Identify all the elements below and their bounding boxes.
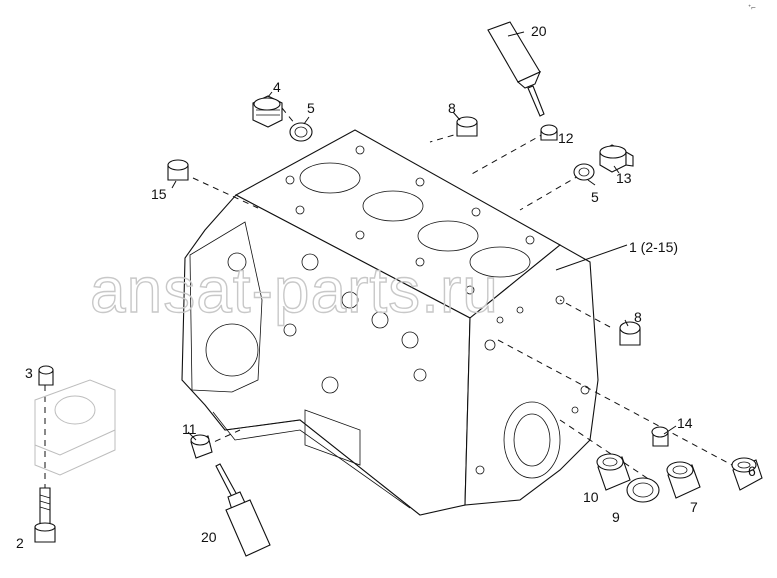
- part-14-pin: [651, 426, 669, 447]
- label-2: 2: [16, 535, 24, 551]
- label-12: 12: [558, 130, 574, 146]
- leader-lines: [171, 31, 677, 441]
- part-8-plug-right: [619, 321, 641, 346]
- part-4-plug: [252, 95, 283, 128]
- label-14: 14: [677, 415, 693, 431]
- label-13: 13: [616, 170, 632, 186]
- part-5-washer-upper: [289, 122, 313, 142]
- label-5-upper: 5: [307, 100, 315, 116]
- label-10: 10: [583, 489, 599, 505]
- part-6-bushing: [731, 457, 763, 491]
- cylinder-block: [181, 129, 599, 516]
- assembly-lines: [44, 107, 761, 488]
- part-15-plug: [167, 159, 189, 181]
- label-6: 6: [748, 463, 756, 479]
- part-20-sealant-tube-upper: [487, 21, 545, 117]
- part-9-seal-ring: [626, 477, 660, 503]
- part-8-plug-upper: [456, 116, 478, 137]
- corner-mark: ᐩ⌐: [748, 3, 756, 12]
- label-8-upper: 8: [448, 100, 456, 116]
- label-8-right: 8: [634, 309, 642, 325]
- label-11: 11: [182, 421, 197, 437]
- part-10-bushing: [596, 453, 631, 491]
- label-15: 15: [151, 186, 167, 202]
- part-5-washer-right: [573, 163, 595, 181]
- label-20-lower: 20: [201, 529, 217, 545]
- part-11-plug: [190, 434, 213, 459]
- part-13-plug-bolt: [599, 144, 634, 173]
- part-12-plug: [540, 124, 558, 141]
- label-3: 3: [25, 365, 33, 381]
- part-7-bushing: [666, 461, 701, 499]
- watermark: ansat-parts.ru: [90, 254, 499, 326]
- label-1: 1 (2-15): [629, 239, 678, 255]
- label-9: 9: [612, 509, 620, 525]
- label-20-upper: 20: [531, 23, 547, 39]
- label-4: 4: [273, 79, 281, 95]
- bearing-cap: [34, 379, 116, 476]
- label-5-right: 5: [591, 189, 599, 205]
- label-7: 7: [690, 499, 698, 515]
- part-2-bolt: [34, 487, 56, 543]
- part-20-sealant-tube-lower: [215, 463, 271, 557]
- part-3-dowel: [38, 365, 54, 386]
- callout-labels: 20 4 5 8 12 13 5 15 1 (2-15) 8 3 11 14 6…: [16, 23, 756, 551]
